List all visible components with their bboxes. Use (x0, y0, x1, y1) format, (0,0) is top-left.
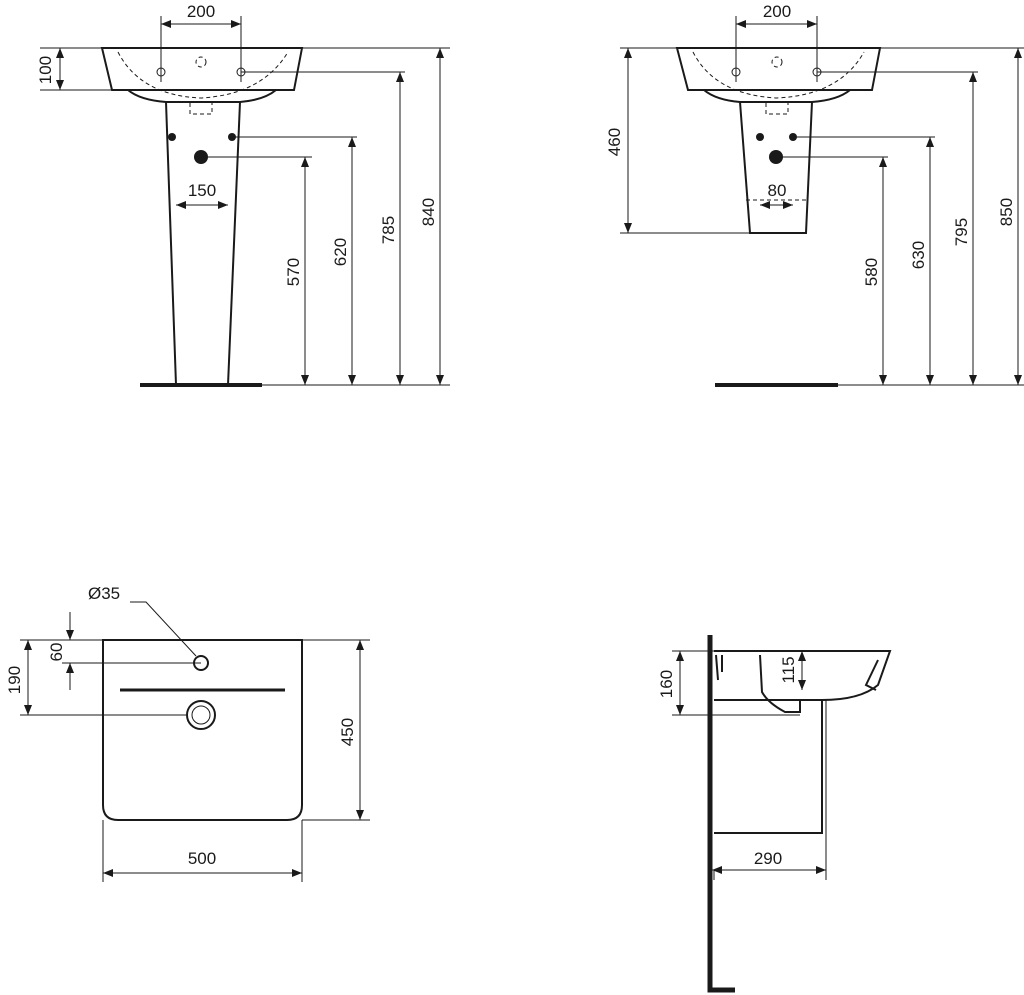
dim-115: 115 (779, 656, 798, 683)
basin-underside (127, 89, 277, 103)
dim-840: 840 (419, 198, 438, 226)
dim-795: 795 (952, 218, 971, 246)
wall-line (707, 635, 735, 993)
dim-450: 450 (338, 718, 357, 746)
dim-60: 60 (47, 643, 66, 662)
semi-pedestal (739, 101, 813, 234)
bowl-hidden-line (117, 51, 289, 99)
basin-outline (100, 47, 304, 91)
plan-view: Ø35 60 190 450 500 (5, 584, 370, 882)
dim-460: 460 (605, 128, 624, 156)
dim-290: 290 (754, 849, 782, 868)
dim-200: 200 (187, 2, 215, 21)
dim-200: 200 (763, 2, 791, 21)
dim-500: 500 (188, 849, 216, 868)
dim-160: 160 (657, 670, 676, 698)
outlet-profile (759, 654, 801, 713)
semi-pedestal-profile (714, 700, 823, 834)
dim-620: 620 (331, 238, 350, 266)
pedestal (165, 101, 241, 386)
dim-190: 190 (5, 666, 24, 694)
dim-diameter-35: Ø35 (88, 584, 120, 603)
dim-80: 80 (768, 181, 787, 200)
dim-580: 580 (862, 258, 881, 286)
basin-plan-outline (102, 639, 303, 821)
semi-pedestal-front-view: 200 460 80 580 630 795 850 (605, 2, 1024, 387)
overflow-hole (195, 56, 207, 68)
side-view: 160 115 290 (657, 635, 892, 993)
dim-150: 150 (188, 181, 216, 200)
dim-785: 785 (379, 216, 398, 244)
basin-outline (675, 47, 882, 91)
dim-570: 570 (284, 258, 303, 286)
leader-line (130, 601, 197, 657)
waste-hidden (189, 101, 213, 115)
dim-100: 100 (36, 56, 55, 84)
pedestal-front-view: 200 100 150 570 620 785 840 (36, 2, 450, 387)
dim-850: 850 (997, 198, 1016, 226)
waste-outlet (186, 700, 216, 730)
dim-630: 630 (909, 241, 928, 269)
